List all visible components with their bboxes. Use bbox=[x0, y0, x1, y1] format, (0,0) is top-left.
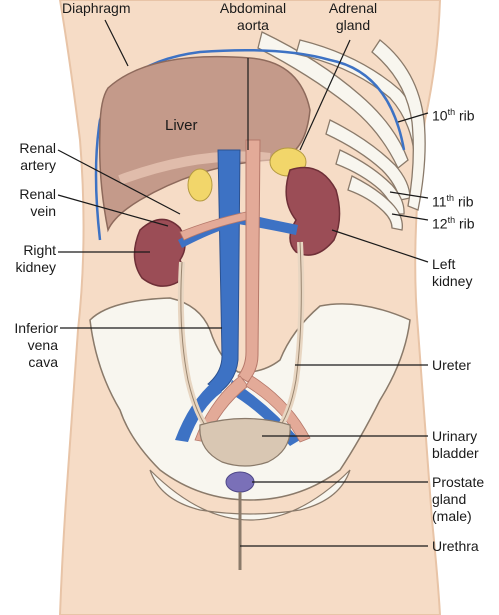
adrenal-gland-label: Adrenal gland bbox=[328, 0, 378, 33]
right-adrenal-gland bbox=[187, 168, 213, 202]
urinary-bladder-label: Urinary bladder bbox=[432, 428, 479, 461]
left-kidney-label: Left kidney bbox=[432, 256, 473, 289]
left-kidney-shape bbox=[285, 166, 341, 256]
ureter-label: Ureter bbox=[432, 357, 471, 373]
leader-lines bbox=[57, 19, 429, 547]
right-kidney-label: Right kidney bbox=[15, 242, 56, 275]
diaphragm-label: Diaphragm bbox=[62, 0, 131, 16]
rib-cage bbox=[257, 31, 426, 231]
prostate-gland-label: Prostate gland (male) bbox=[432, 474, 485, 524]
rib-11-label: 11th rib bbox=[432, 193, 474, 210]
renal-artery-vessel bbox=[179, 211, 247, 241]
right-kidney-shape bbox=[133, 218, 186, 287]
diaphragm-line bbox=[94, 48, 406, 241]
prostate-gland-shape bbox=[225, 471, 255, 493]
renal-artery-label: Renal artery bbox=[19, 140, 56, 173]
renal-vein-label: Renal vein bbox=[19, 186, 56, 219]
liver-label: Liver bbox=[165, 117, 198, 134]
inferior-vena-cava-label: Inferior vena cava bbox=[14, 320, 58, 370]
urinary-bladder-shape bbox=[199, 417, 291, 467]
urethra-label: Urethra bbox=[432, 538, 479, 554]
rib-12-label: 12th rib bbox=[432, 215, 475, 232]
abdominal-aorta-label: Abdominal aorta bbox=[219, 0, 287, 33]
rib-10-label: 10th rib bbox=[432, 107, 475, 124]
